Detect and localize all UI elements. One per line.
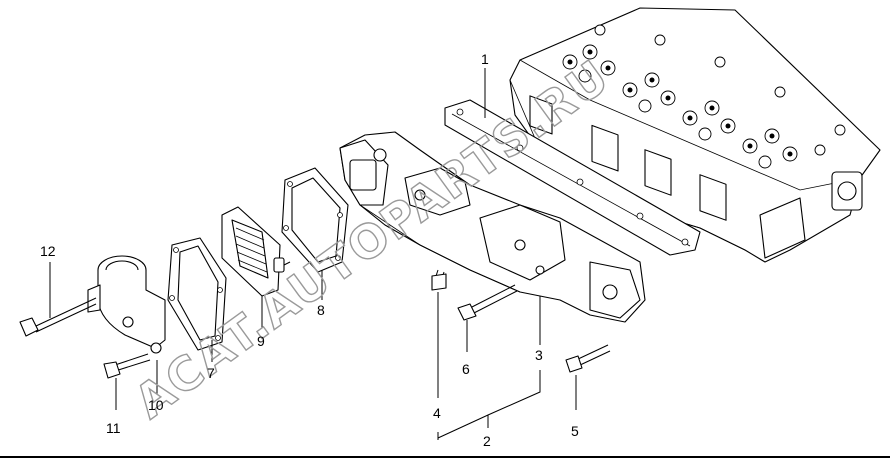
flange-gasket-7-icon [167, 237, 227, 351]
flange-gasket-8-icon [281, 167, 349, 273]
callout-8: 8 [317, 302, 325, 318]
intake-gasket-icon [444, 99, 701, 256]
callout-12: 12 [40, 243, 56, 259]
callout-11: 11 [106, 420, 121, 436]
callout-5: 5 [571, 423, 579, 439]
callout-9: 9 [257, 333, 265, 349]
bolt-5-icon [565, 344, 611, 373]
callout-3: 3 [535, 347, 543, 363]
callout-6: 6 [462, 361, 470, 377]
callout-7: 7 [207, 365, 215, 381]
intake-heater-icon [221, 206, 291, 297]
callout-1: 1 [481, 51, 489, 67]
elbow-connector-icon [87, 255, 166, 354]
callout-10: 10 [148, 397, 164, 413]
stud-4-icon [431, 269, 447, 291]
intake-manifold-icon [339, 131, 646, 323]
cylinder-head-icon [509, 7, 881, 263]
callout-labels: 1 2 3 4 5 6 7 8 9 10 11 12 [40, 51, 579, 449]
callout-4: 4 [433, 405, 441, 421]
leader-lines [49, 68, 577, 440]
bolt-12-icon [19, 297, 97, 337]
callout-2: 2 [483, 433, 491, 449]
bolt-11-icon [103, 353, 151, 379]
bolt-6-icon [457, 284, 518, 321]
